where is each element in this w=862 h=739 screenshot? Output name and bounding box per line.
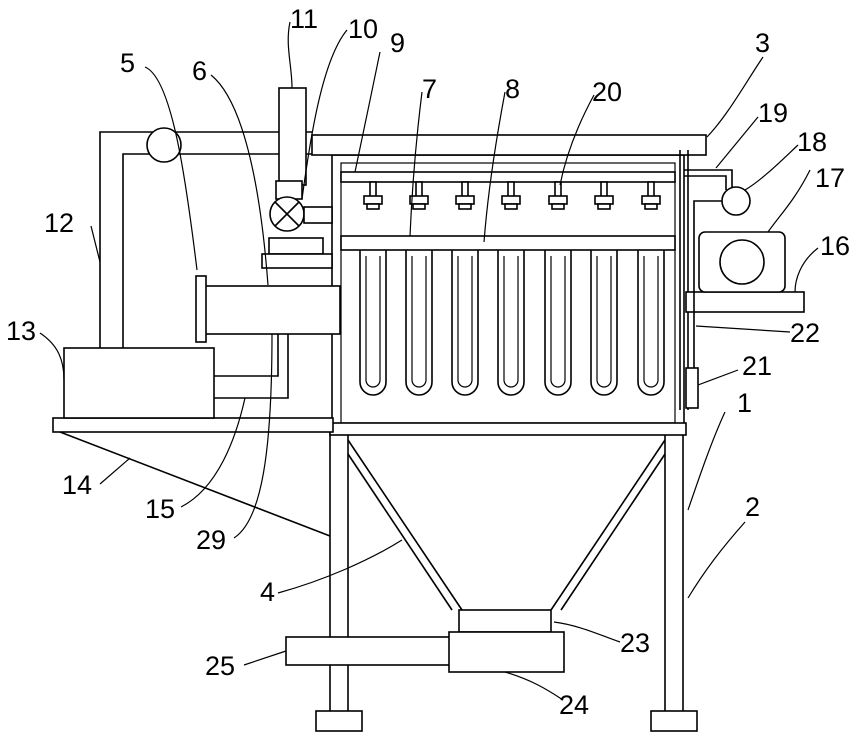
label-16: 16 xyxy=(820,231,850,261)
hopper xyxy=(348,440,665,610)
label-4: 4 xyxy=(260,577,275,607)
valve-base xyxy=(269,238,323,254)
label-20: 20 xyxy=(592,77,622,107)
valve-seat xyxy=(276,181,302,199)
top-cover xyxy=(312,135,706,155)
side-platform xyxy=(53,418,333,432)
discharge-box xyxy=(449,632,564,672)
label-7: 7 xyxy=(422,74,437,104)
inlet-duct xyxy=(204,286,340,334)
air-line xyxy=(684,170,732,187)
label-12: 12 xyxy=(44,208,74,238)
right-foot xyxy=(651,711,697,731)
base-plate xyxy=(330,423,686,435)
valve-bracket xyxy=(262,254,332,268)
label-9: 9 xyxy=(390,28,405,58)
label-10: 10 xyxy=(348,14,378,44)
exhaust-stack xyxy=(279,88,306,185)
valve-connector xyxy=(304,207,332,223)
label-1: 1 xyxy=(737,388,752,418)
label-22: 22 xyxy=(790,318,820,348)
label-15: 15 xyxy=(145,494,175,524)
label-19: 19 xyxy=(758,98,788,128)
hopper-outlet xyxy=(459,610,551,632)
fan-shelf xyxy=(686,292,804,312)
label-3: 3 xyxy=(755,28,770,58)
label-11: 11 xyxy=(290,4,318,34)
motor-fan-circle xyxy=(720,240,764,284)
water-tank xyxy=(64,348,214,418)
label-13: 13 xyxy=(6,316,36,346)
label-25: 25 xyxy=(205,651,235,681)
screw-conveyor xyxy=(286,637,466,665)
label-18: 18 xyxy=(797,127,827,157)
left-foot xyxy=(316,711,362,731)
label-14: 14 xyxy=(62,470,92,500)
label-29: 29 xyxy=(196,525,226,555)
label-8: 8 xyxy=(505,74,520,104)
label-21: 21 xyxy=(742,351,772,381)
label-5: 5 xyxy=(120,48,135,78)
inlet-flange xyxy=(196,276,206,342)
label-24: 24 xyxy=(559,690,589,720)
label-2: 2 xyxy=(745,492,760,522)
label-6: 6 xyxy=(192,56,207,86)
label-23: 23 xyxy=(620,628,650,658)
pressure-sensor xyxy=(686,368,698,408)
right-leg xyxy=(665,432,683,712)
blowing-rail xyxy=(341,172,675,182)
return-pipe xyxy=(214,334,278,376)
label-17: 17 xyxy=(815,163,845,193)
air-pump-circle xyxy=(722,187,750,215)
tube-sheet xyxy=(341,236,675,250)
